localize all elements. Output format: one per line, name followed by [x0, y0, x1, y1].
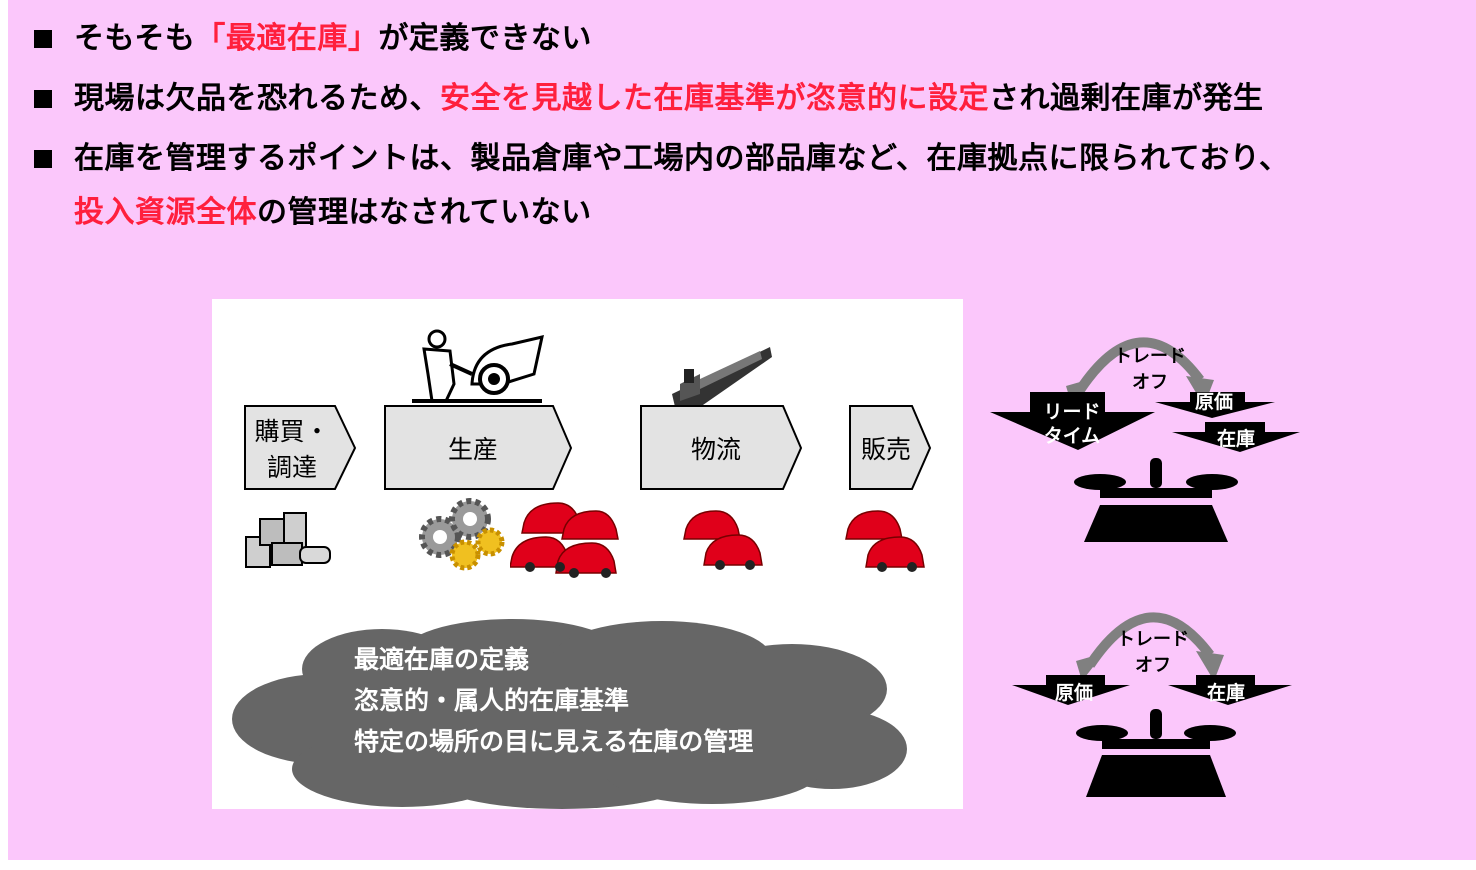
- stage-purchase: 購買・調達: [245, 406, 357, 490]
- cloud-text: 最適在庫の定義 恣意的・属人的在庫基準 特定の場所の目に見える在庫の管理: [354, 639, 753, 762]
- stage-logistics: 物流: [641, 406, 803, 490]
- balance-scale-icon: [1074, 458, 1238, 542]
- tradeoff-top-cost: 原価: [1184, 390, 1244, 414]
- cloud-line-1: 最適在庫の定義: [354, 639, 753, 680]
- bullet-square-icon: [34, 150, 52, 168]
- cars-logistics-icon: [680, 507, 770, 575]
- bullet-square-icon: [34, 90, 52, 108]
- tradeoff-top-lead-time: リードタイム: [1032, 400, 1112, 448]
- tradeoff-bottom-cost: 原価: [1044, 681, 1104, 705]
- supply-chain-panel: 購買・調達 生産 物流 販売: [212, 299, 963, 809]
- cloud-line-3: 特定の場所の目に見える在庫の管理: [354, 721, 753, 762]
- tradeoff-top-label: トレードオフ: [1105, 344, 1195, 396]
- balance-scale-icon: [1076, 709, 1236, 797]
- stage-production-label: 生産: [385, 430, 561, 466]
- cars-sales-icon: [842, 507, 932, 577]
- bullet-3-line-2: 投入資源全体の管理はなされていない: [74, 190, 1474, 236]
- tradeoff-bottom-inventory: 在庫: [1196, 681, 1256, 705]
- stage-production: 生産: [385, 406, 573, 490]
- bullet-2: 現場は欠品を恐れるため、安全を見越した在庫基準が恣意的に設定され過剰在庫が発生: [34, 76, 1474, 122]
- stage-purchase-label: 購買・調達: [247, 414, 337, 486]
- mechanic-car-icon: [402, 329, 552, 404]
- tradeoff-diagram-top: トレードオフ リードタイム 原価 在庫: [990, 310, 1310, 550]
- tradeoff-diagram-bottom: トレードオフ 原価 在庫: [1010, 585, 1310, 805]
- stage-sales-label: 販売: [850, 430, 922, 466]
- stage-logistics-label: 物流: [641, 430, 791, 466]
- bullet-1: そもそも「最適在庫」が定義できない: [34, 16, 1474, 62]
- bullet-list: そもそも「最適在庫」が定義できない 現場は欠品を恐れるため、安全を見越した在庫基…: [34, 16, 1474, 250]
- bullet-2-text: 現場は欠品を恐れるため、安全を見越した在庫基準が恣意的に設定され過剰在庫が発生: [74, 76, 1474, 122]
- tradeoff-bottom-label: トレードオフ: [1108, 627, 1198, 679]
- gears-icon: [415, 497, 515, 577]
- cloud-line-2: 恣意的・属人的在庫基準: [354, 680, 753, 721]
- stage-sales: 販売: [850, 406, 934, 490]
- parts-boxes-icon: [244, 509, 334, 571]
- bullet-1-text: そもそも「最適在庫」が定義できない: [74, 16, 1474, 62]
- cars-production-icon: [510, 495, 628, 587]
- bullet-3: 在庫を管理するポイントは、製品倉庫や工場内の部品庫など、在庫拠点に限られており、…: [34, 136, 1474, 236]
- tradeoff-top-inventory: 在庫: [1206, 427, 1266, 451]
- bullet-square-icon: [34, 30, 52, 48]
- bullet-3-line-1: 在庫を管理するポイントは、製品倉庫や工場内の部品庫など、在庫拠点に限られており、: [74, 136, 1474, 182]
